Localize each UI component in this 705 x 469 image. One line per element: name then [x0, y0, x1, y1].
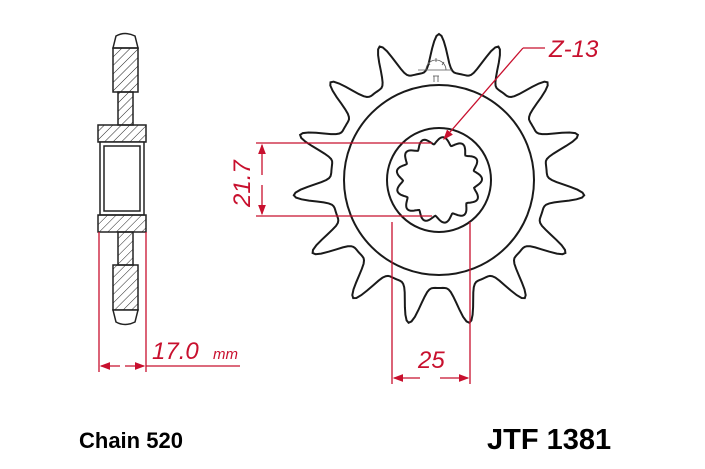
side-view — [97, 32, 147, 326]
teeth-count-label: Z-13 — [548, 36, 599, 63]
sun-logo — [418, 58, 452, 82]
bore-dimension — [391, 222, 471, 384]
thickness-dimension — [98, 232, 240, 372]
thickness-unit: mm — [213, 346, 238, 363]
thickness-value: 17.0 — [152, 338, 199, 365]
chain-label: Chain 520 — [79, 428, 183, 453]
front-view — [292, 32, 586, 325]
inner-circle — [386, 127, 492, 233]
sprocket-outline — [292, 32, 586, 325]
hub-circle — [343, 84, 535, 276]
bore-diameter-value: 25 — [417, 347, 445, 374]
spline-outline — [395, 136, 484, 224]
part-number: JTF 1381 — [487, 424, 612, 456]
teeth-leader — [443, 47, 545, 140]
spline-dimension — [256, 142, 432, 217]
spline-diameter-value: 21.7 — [229, 159, 256, 208]
